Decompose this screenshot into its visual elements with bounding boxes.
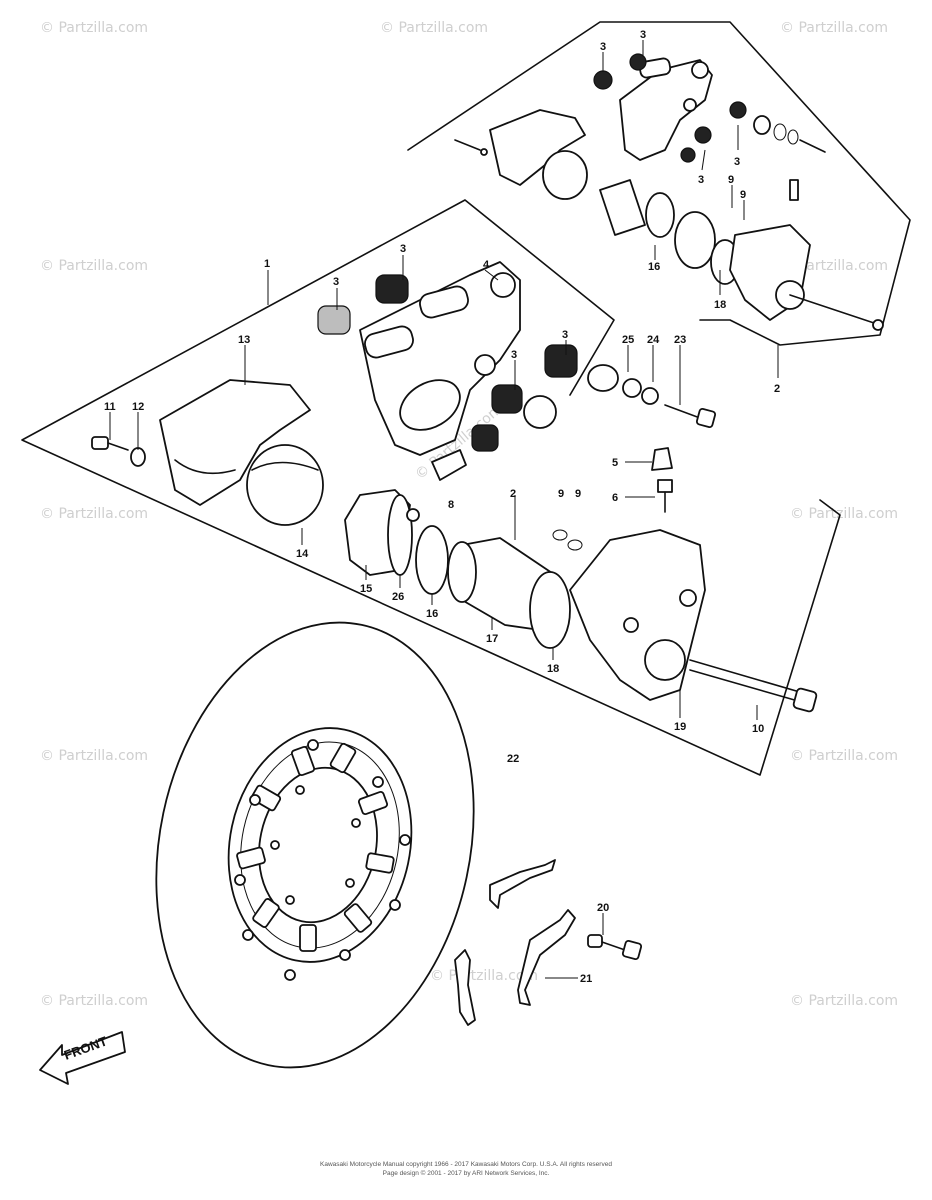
main-assembly-outline: [21, 199, 841, 776]
callout-14: 14: [296, 548, 309, 560]
callout-8: 8: [448, 499, 454, 511]
callout-11: 11: [104, 401, 116, 413]
watermark: © Partzilla.com: [790, 993, 898, 1009]
callout-23: 23: [674, 334, 686, 346]
callout-13: 13: [238, 334, 250, 346]
watermark: © Partzilla.com: [40, 748, 148, 764]
callout-9: 9: [558, 488, 564, 500]
callout-9: 9: [740, 189, 746, 201]
watermark: © Partzilla.com: [40, 506, 148, 522]
watermark: © Partzilla.com: [40, 20, 148, 36]
callout-2: 2: [774, 383, 780, 395]
callout-5: 5: [612, 457, 618, 469]
callout-6: 6: [612, 492, 618, 504]
callout-3: 3: [333, 276, 339, 288]
callout-3: 3: [400, 243, 406, 255]
brake-disc: [155, 621, 475, 1069]
callout-3: 3: [640, 29, 646, 41]
callout-17: 17: [486, 633, 498, 645]
callout-24: 24: [647, 334, 660, 346]
callout-3: 3: [511, 349, 517, 361]
callout-21: 21: [580, 973, 592, 985]
footer-design: Page design © 2001 - 2017 by ARI Network…: [383, 1169, 550, 1177]
watermark: © Partzilla.com: [790, 748, 898, 764]
leader-lines: [109, 40, 779, 979]
callout-22: 22: [507, 753, 519, 765]
watermark: © Partzilla.com: [790, 506, 898, 522]
callout-26: 26: [392, 591, 404, 603]
watermark: © Partzilla.com: [380, 20, 488, 36]
callout-3: 3: [698, 174, 704, 186]
callout-16: 16: [426, 608, 438, 620]
callout-labels: 1 2 2 3 3 3 3 3 3 3 3 4 5 6 8 9 9 9 9 10…: [104, 29, 780, 985]
callout-19: 19: [674, 721, 686, 733]
callout-18: 18: [714, 299, 726, 311]
watermark: © Partzilla.com: [40, 258, 148, 274]
callout-18: 18: [547, 663, 559, 675]
callout-3: 3: [600, 41, 606, 53]
watermark: © Partzilla.com: [40, 993, 148, 1009]
footer: Kawasaki Motorcycle Manual copyright 196…: [320, 1161, 612, 1177]
callout-16: 16: [648, 261, 660, 273]
callout-3: 3: [734, 156, 740, 168]
callout-25: 25: [622, 334, 634, 346]
lock-plates: [454, 859, 643, 1026]
callout-9: 9: [575, 488, 581, 500]
footer-copyright: Kawasaki Motorcycle Manual copyright 196…: [320, 1161, 612, 1168]
callout-4: 4: [483, 259, 490, 271]
callout-10: 10: [752, 723, 764, 735]
upper-assembly: [454, 53, 884, 331]
callout-9: 9: [728, 174, 734, 186]
callout-15: 15: [360, 583, 372, 595]
callout-20: 20: [597, 902, 609, 914]
callout-12: 12: [132, 401, 144, 413]
upper-assembly-outline: [407, 21, 911, 346]
callout-3: 3: [562, 329, 568, 341]
callout-1: 1: [264, 258, 270, 270]
callout-2: 2: [510, 488, 516, 500]
main-assembly: [91, 261, 818, 713]
front-arrow: FRONT: [39, 1031, 126, 1085]
watermark: © Partzilla.com: [780, 20, 888, 36]
